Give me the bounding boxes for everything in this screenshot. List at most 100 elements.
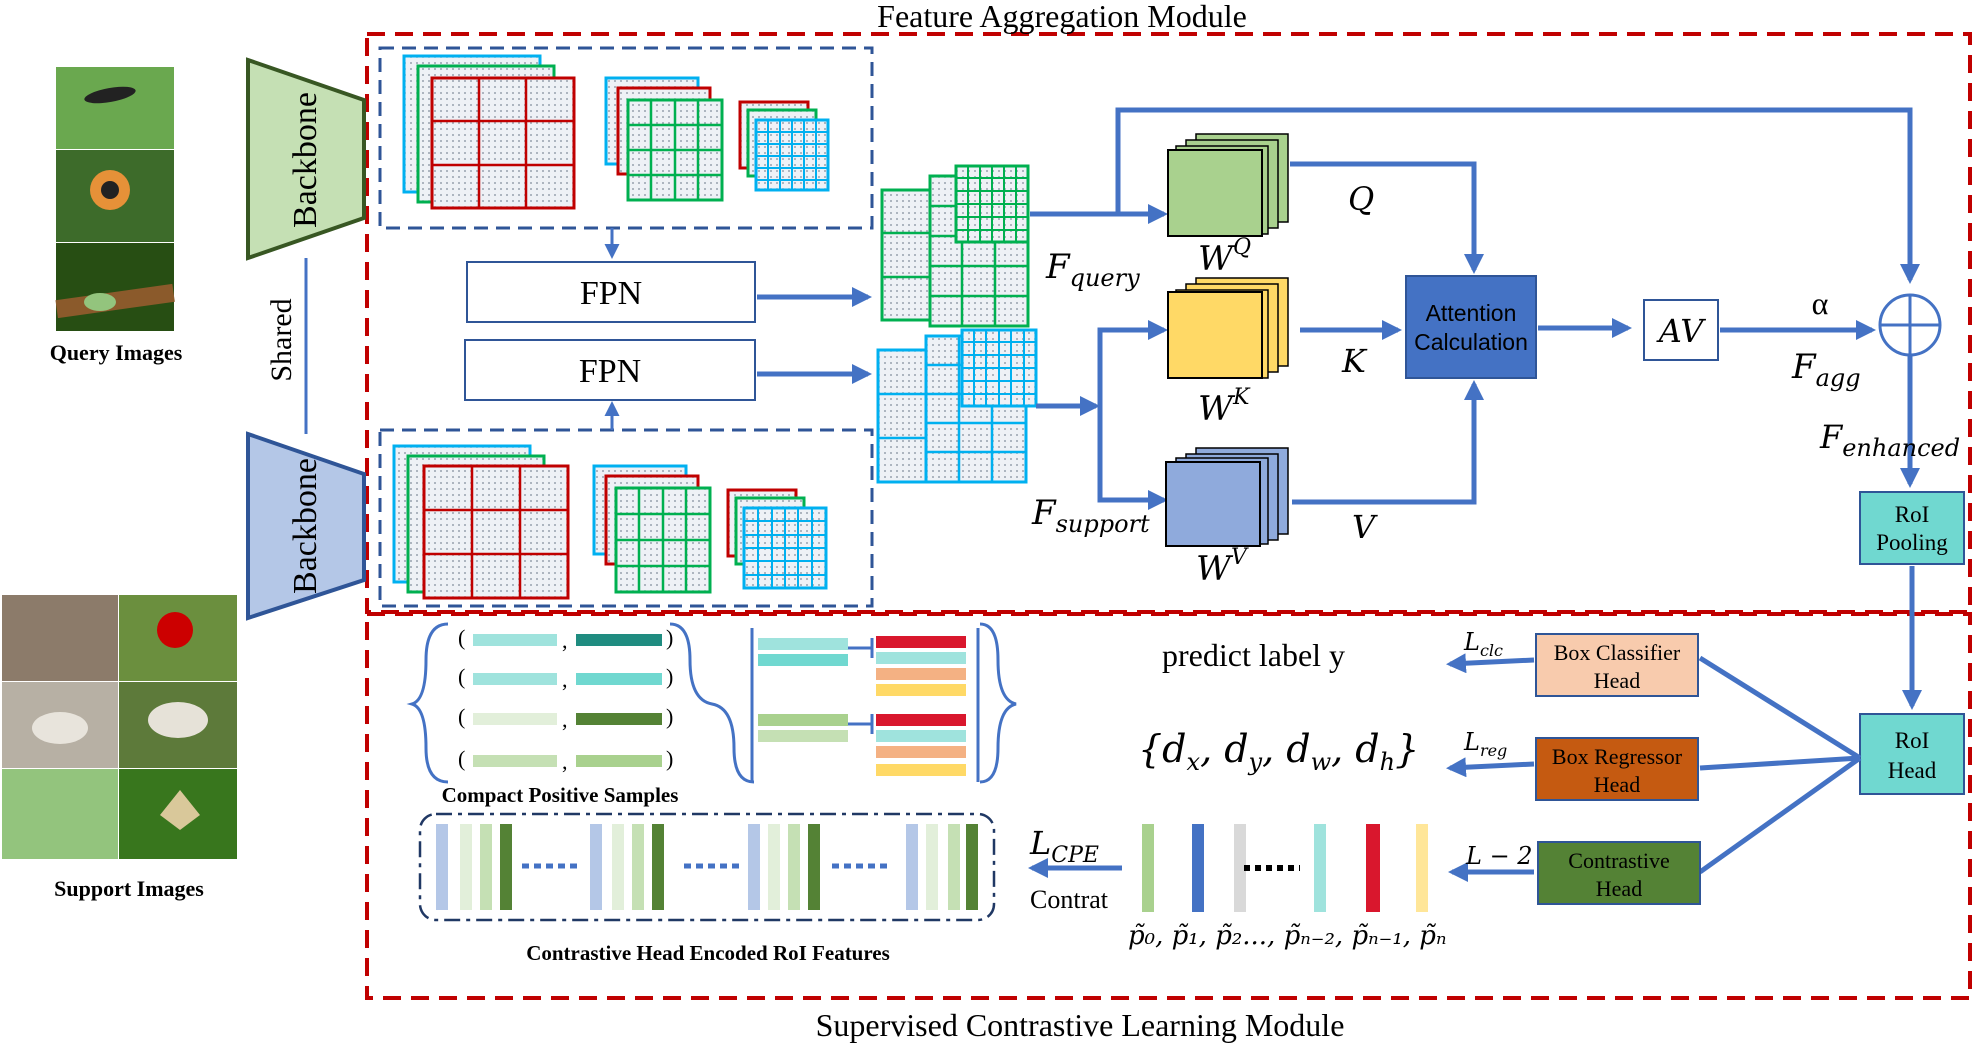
- box-regressor-line-1: Box Regressor: [1552, 744, 1683, 769]
- roi-head-line-2: Head: [1888, 758, 1937, 783]
- svg-text:,: ,: [562, 707, 568, 732]
- q-to-attention-arrow: [1290, 161, 1484, 274]
- contrastive-learning-frame: [365, 612, 1972, 1000]
- roi-head-line-1: RoI: [1895, 728, 1930, 753]
- support-to-wk-arrow: [1097, 320, 1168, 406]
- support-to-wv-arrow: [1097, 406, 1168, 510]
- roi-head-to-contrast: [1698, 755, 1862, 875]
- encoded-roi-caption: Contrastive Head Encoded RoI Features: [526, 941, 890, 965]
- l-cpe-label: LCPE: [1029, 824, 1099, 868]
- svg-text:,: ,: [562, 749, 568, 774]
- support-backbone: [246, 431, 366, 621]
- contrastive-head: [1537, 841, 1701, 905]
- pair-3: ( , ): [458, 704, 673, 732]
- svg-text:(: (: [458, 704, 465, 729]
- svg-text:): ): [666, 746, 673, 771]
- support-pyramid-level-2: [592, 464, 712, 594]
- query-pyramid-level-1: [402, 54, 576, 210]
- query-insect-1: [84, 86, 136, 104]
- svg-text:,: ,: [562, 628, 568, 653]
- support-pyramid-level-3: [726, 488, 828, 590]
- contrastive-head-line-1: Contrastive: [1568, 848, 1669, 873]
- wv-block: [1165, 447, 1289, 547]
- support-moth: [160, 790, 200, 830]
- svg-text:): ): [666, 625, 673, 650]
- reg-output-arrow: [1446, 757, 1535, 778]
- p-sequence-label: p̃₀, p̃₁, p̃₂..., p̃ₙ₋₂, p̃ₙ₋₁, p̃ₙ: [1128, 921, 1446, 951]
- wv-label: WV: [1196, 545, 1249, 589]
- wq-block: [1167, 133, 1289, 237]
- query-images-caption: Query Images: [50, 340, 183, 365]
- roi-pooling-line-1: RoI: [1895, 502, 1930, 527]
- shared-label: Shared: [265, 298, 298, 381]
- compact-positive-caption: Compact Positive Samples: [442, 783, 679, 807]
- query-pyramid-level-2: [604, 76, 724, 202]
- fpn-query: [466, 261, 756, 323]
- box-classifier-line-1: Box Classifier: [1554, 640, 1681, 665]
- p-bar-n: [1416, 824, 1428, 912]
- encoded-p-bars: [1142, 824, 1428, 912]
- support-ladybug: [157, 612, 193, 648]
- support-backbone-label: Backbone: [287, 458, 324, 594]
- p-bar-0: [1142, 824, 1154, 912]
- middle-curly-brace: [669, 622, 755, 784]
- k-label: K: [1341, 342, 1368, 380]
- query-pyramid-level-3: [738, 100, 830, 192]
- roi-head: [1859, 713, 1965, 795]
- alpha-label: α: [1812, 285, 1829, 321]
- svg-text:(: (: [458, 625, 465, 650]
- contrastive-learning-title: Supervised Contrastive Learning Module: [816, 1007, 1345, 1043]
- l-clc-label: Lclc: [1463, 628, 1503, 660]
- pair-2: ( , ): [458, 664, 673, 692]
- bbox-label: {dx, dy, dw, dh}: [1138, 727, 1419, 776]
- wk-label: WK: [1198, 385, 1251, 429]
- encoded-roi-box: [418, 812, 996, 922]
- roi-pooling: [1859, 491, 1965, 565]
- attention-calculation: [1405, 275, 1537, 379]
- svg-text:): ): [666, 664, 673, 689]
- contrastive-head-line-2: Head: [1596, 876, 1642, 901]
- l-minus-2-label: L − 2: [1465, 842, 1533, 870]
- box-classifier-line-2: Head: [1594, 668, 1640, 693]
- wk-block: [1167, 277, 1289, 379]
- query-pyramid-box: [378, 46, 874, 230]
- query-fused-feature: [880, 164, 1030, 328]
- feature-aggregation-title: Feature Aggregation Module: [877, 0, 1247, 34]
- query-backbone: [246, 57, 366, 261]
- fpn-support: [464, 339, 756, 401]
- support-pyramid-box: [378, 428, 874, 608]
- right-curly-brace: [979, 622, 1017, 784]
- support-pyramid-level-1: [392, 444, 570, 600]
- av-label: AV: [1656, 312, 1707, 350]
- support-images: [2, 595, 237, 859]
- support-scale-insect: [32, 712, 88, 744]
- support-photo-5: [2, 769, 118, 859]
- p-bar-n-2: [1314, 824, 1326, 912]
- svg-text:(: (: [458, 664, 465, 689]
- query-images: [55, 67, 175, 331]
- wq-label: WQ: [1198, 235, 1251, 279]
- f-agg-label: Fagg: [1791, 347, 1861, 392]
- box-classifier-head: [1535, 633, 1699, 697]
- fpn-support-label: FPN: [579, 353, 641, 390]
- cls-output-arrow: [1446, 653, 1535, 674]
- pair-1: ( , ): [458, 625, 673, 653]
- v-label: V: [1352, 508, 1378, 546]
- box-regressor-head: [1535, 737, 1699, 801]
- support-photo-1: [2, 595, 118, 681]
- v-to-attention-arrow: [1292, 380, 1484, 505]
- p-bar-n-1: [1366, 824, 1380, 912]
- roi-head-to-reg: [1699, 755, 1861, 771]
- pair-4: ( , ): [458, 746, 673, 774]
- box-regressor-line-2: Head: [1594, 772, 1640, 797]
- p-bar-1: [1192, 824, 1204, 912]
- predict-label: predict label y: [1162, 637, 1345, 673]
- roi-pooling-line-2: Pooling: [1876, 530, 1948, 555]
- query-photo-1: [56, 67, 174, 149]
- p-bar-2: [1234, 824, 1246, 912]
- query-insect-3: [84, 293, 116, 311]
- support-images-caption: Support Images: [54, 876, 204, 901]
- query-backbone-label: Backbone: [287, 92, 324, 228]
- fpn-query-label: FPN: [580, 275, 642, 312]
